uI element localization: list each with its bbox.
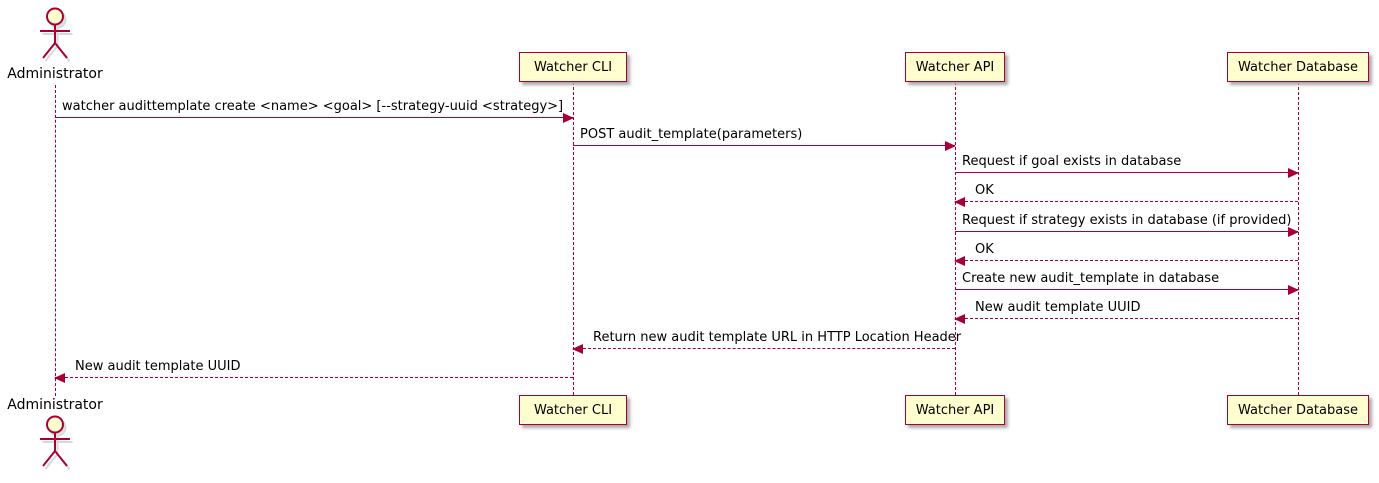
arrowhead-icon <box>1288 285 1299 295</box>
arrowhead-icon <box>954 256 965 266</box>
participant-label: Watcher Database <box>1238 59 1358 75</box>
arrowhead-icon <box>1288 168 1299 178</box>
message-label: Request if goal exists in database <box>962 154 1182 169</box>
participant-label: Watcher API <box>915 402 995 418</box>
message-line <box>955 231 1298 232</box>
message-9: Return new audit template URL in HTTP Lo… <box>572 329 961 354</box>
message-5: Request if strategy exists in database (… <box>955 212 1299 237</box>
participant-watcher-database-bottom: Watcher Database <box>1227 395 1369 425</box>
message-8: New audit template UUID <box>954 299 1298 324</box>
message-line <box>955 289 1298 290</box>
message-label: POST audit_template(parameters) <box>580 127 803 142</box>
lifeline-administrator <box>55 85 56 396</box>
arrowhead-icon <box>54 373 65 383</box>
actor-label-bottom: Administrator <box>7 397 103 413</box>
participant-watcher-database-top: Watcher Database <box>1227 52 1369 82</box>
message-line <box>955 318 1298 319</box>
arrowhead-icon <box>563 113 574 123</box>
participant-watcher-api-top: Watcher API <box>905 52 1005 82</box>
message-label: New audit template UUID <box>975 300 1141 315</box>
message-line <box>955 172 1298 173</box>
arrowhead-icon <box>954 314 965 324</box>
arrowhead-icon <box>572 344 583 354</box>
message-label: Request if strategy exists in database (… <box>962 213 1292 228</box>
participant-watcher-cli-bottom: Watcher CLI <box>519 395 627 425</box>
participant-label: Watcher CLI <box>533 59 613 75</box>
participant-label: Watcher API <box>915 59 995 75</box>
arrowhead-icon <box>954 197 965 207</box>
message-6: OK <box>954 241 1298 266</box>
message-label: OK <box>975 183 994 198</box>
message-line <box>955 260 1298 261</box>
arrowhead-icon <box>945 141 956 151</box>
message-label: watcher audittemplate create <name> <goa… <box>62 99 564 114</box>
message-3: Request if goal exists in database <box>955 153 1299 178</box>
participant-watcher-api-bottom: Watcher API <box>905 395 1005 425</box>
message-label: Create new audit_template in database <box>962 271 1220 286</box>
participant-watcher-cli-top: Watcher CLI <box>519 52 627 82</box>
message-line <box>55 377 573 378</box>
lifeline-watcher-cli <box>573 82 574 395</box>
lifeline-watcher-api <box>955 82 956 395</box>
actor-icon <box>40 415 73 470</box>
message-line <box>573 145 955 146</box>
message-7: Create new audit_template in database <box>955 270 1299 295</box>
actor-icon <box>40 7 73 62</box>
actor-label-top: Administrator <box>7 66 103 82</box>
participant-label: Watcher Database <box>1238 402 1358 418</box>
message-line <box>573 348 955 349</box>
message-10: New audit template UUID <box>54 358 573 383</box>
message-2: POST audit_template(parameters) <box>573 126 956 151</box>
lifeline-watcher-database <box>1298 82 1299 395</box>
message-line <box>55 117 573 118</box>
message-label: New audit template UUID <box>75 359 241 374</box>
arrowhead-icon <box>1288 227 1299 237</box>
message-1: watcher audittemplate create <name> <goa… <box>55 98 574 123</box>
message-label: OK <box>975 242 994 257</box>
participant-label: Watcher CLI <box>533 402 613 418</box>
message-4: OK <box>954 182 1298 207</box>
message-label: Return new audit template URL in HTTP Lo… <box>593 330 962 345</box>
message-line <box>955 201 1298 202</box>
